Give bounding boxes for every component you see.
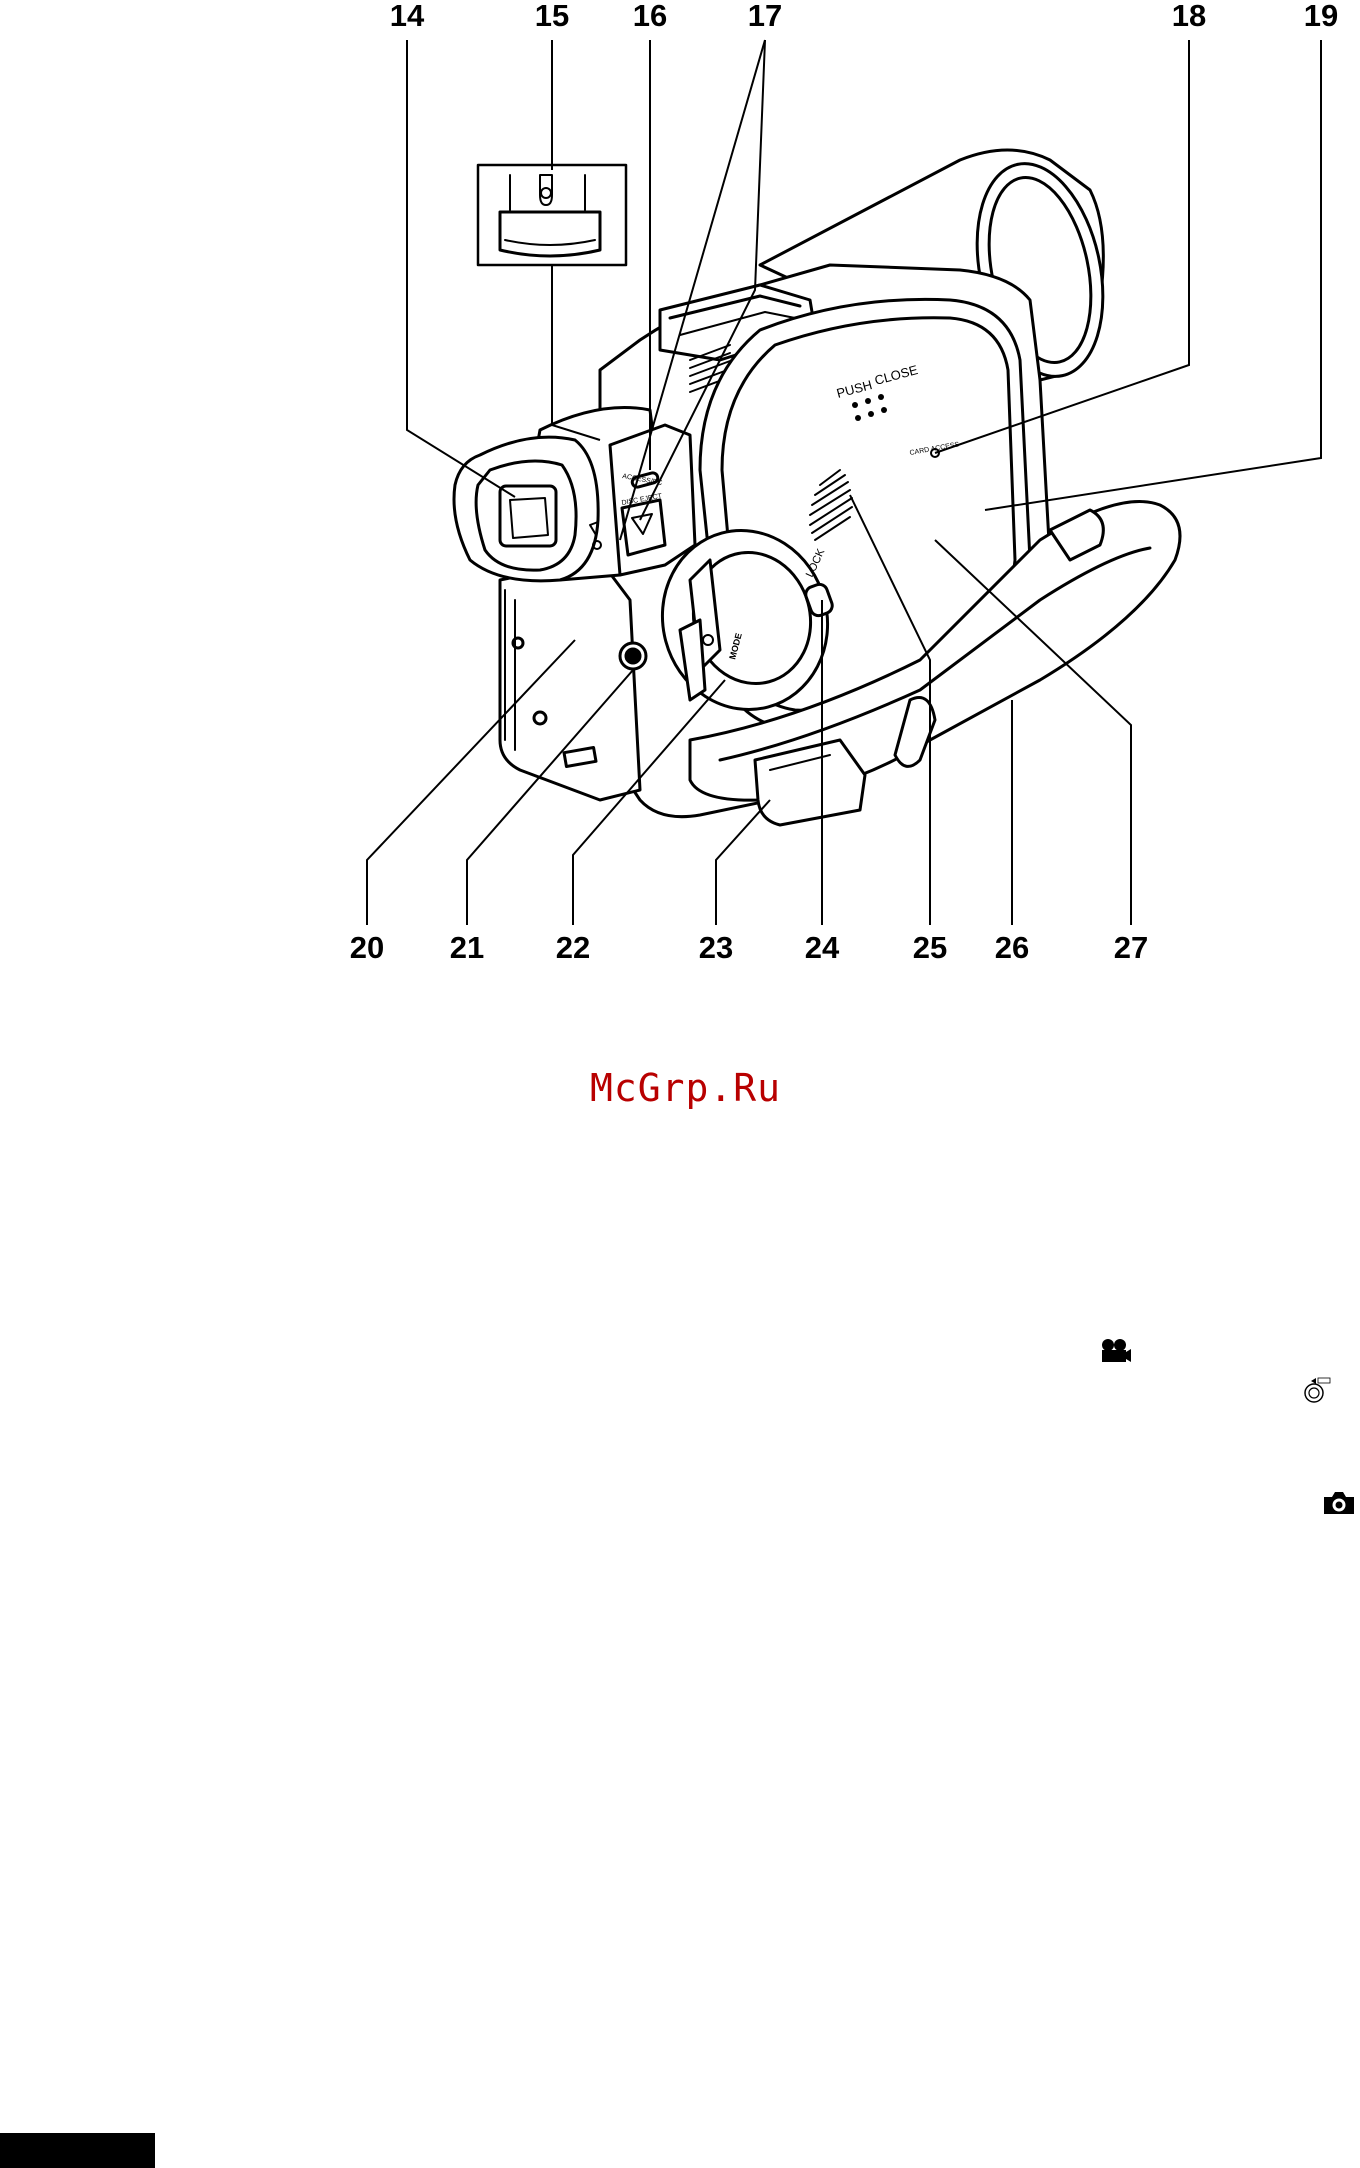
camcorder-illustration: PUSH CLOSE LOCK MODE ACCESS/PC DISC EJEC…: [0, 0, 1360, 1000]
lock-switch-icon: [1303, 1375, 1333, 1405]
photo-camera-icon: [1322, 1490, 1356, 1516]
page-tab: [0, 2133, 155, 2168]
video-camera-icon: [1100, 1338, 1132, 1364]
battery-pack: [500, 560, 640, 800]
inset-detail: [478, 165, 626, 265]
watermark: McGrp.Ru: [590, 1066, 781, 1110]
